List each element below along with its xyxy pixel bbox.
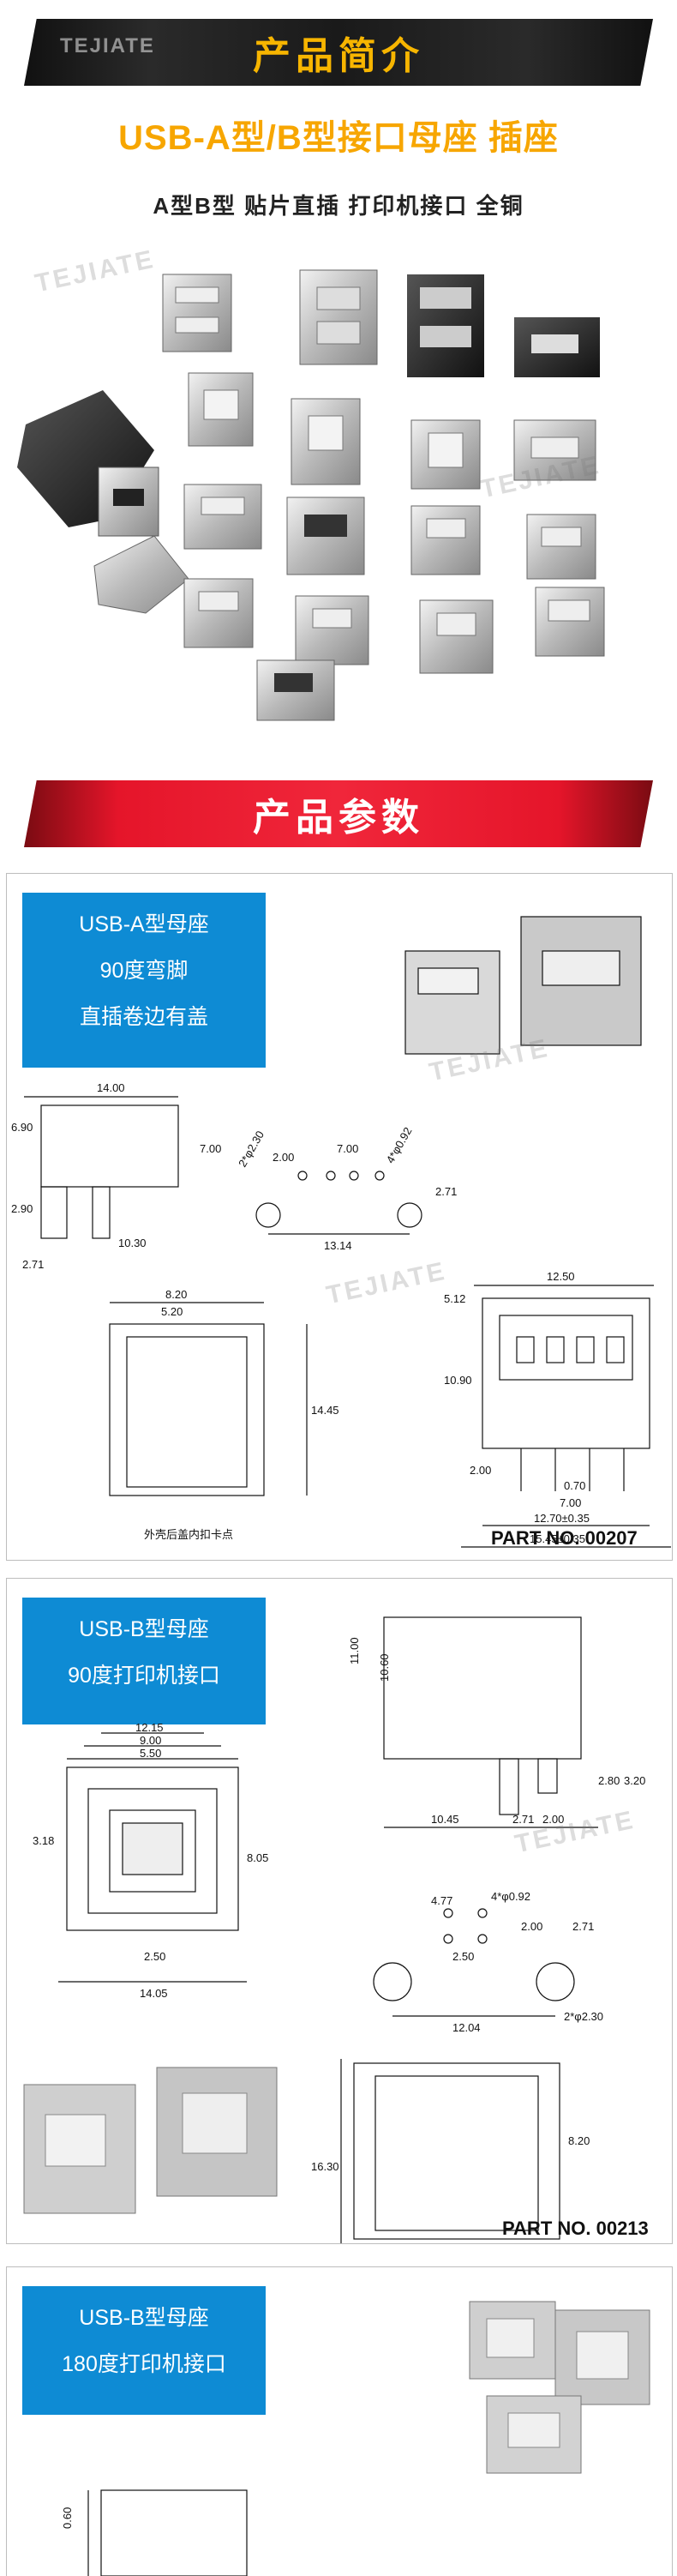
params-banner-title: 产品参数 <box>253 797 424 839</box>
dim-label: 11.00 <box>348 1637 361 1664</box>
dim-label: 2.00 <box>470 1464 491 1477</box>
dim-label: 2.71 <box>435 1185 457 1198</box>
dim-label: 4.77 <box>431 1894 452 1907</box>
dim-label: 10.30 <box>118 1237 147 1249</box>
product-headline: USB-A型/B型接口母座 插座 <box>118 119 559 157</box>
dim-note: 外壳后盖内扣卡点 <box>144 1528 233 1541</box>
dim-label: 4*φ0.92 <box>384 1125 415 1165</box>
dim-label: 5.50 <box>140 1747 161 1760</box>
product-collage <box>17 236 668 742</box>
dim-label: 2*φ2.30 <box>564 2010 603 2023</box>
dim-label: 5.20 <box>161 1305 183 1318</box>
dim-label: 2.80 <box>598 1774 620 1787</box>
dim-label: 7.00 <box>200 1142 221 1155</box>
brand-logo: TEJIATE <box>60 34 155 57</box>
dim-label: 14.05 <box>140 1987 168 2000</box>
dim-label: 12.04 <box>452 2021 481 2034</box>
part-number: PART NO. 00207 <box>491 1527 638 1549</box>
dim-label: 12.70±0.35 <box>534 1512 590 1525</box>
dim-label: 8.05 <box>247 1851 268 1864</box>
dim-label: 8.20 <box>165 1288 187 1301</box>
dim-label: 2.71 <box>22 1258 44 1271</box>
params-banner: 产品参数 <box>24 780 653 847</box>
dim-label: 14.45 <box>311 1404 339 1417</box>
intro-banner: 产品简介 <box>24 19 653 86</box>
dim-label: 2.00 <box>542 1813 564 1826</box>
usb-b-180-drawing: 0.60 <box>61 2301 650 2576</box>
spec-title-box: USB-A型母座 90度弯脚 直插卷边有盖 <box>22 893 266 1068</box>
dim-label: 2.50 <box>452 1950 474 1963</box>
dim-label: 12.15 <box>135 1721 164 1734</box>
spec-panel-usb-b-180: USB-B型母座 180度打印机接口 0.60 <box>6 2266 673 2576</box>
dim-label: 9.00 <box>140 1734 161 1747</box>
dim-label: 12.50 <box>547 1270 575 1283</box>
product-collage-image <box>17 269 605 721</box>
spec-line: 90度打印机接口 <box>68 1664 220 1688</box>
dim-label: 8.20 <box>568 2134 590 2147</box>
dim-label: 6.90 <box>11 1121 33 1134</box>
dim-label: 4*φ0.92 <box>491 1890 530 1903</box>
dim-label: 15.45±0.35 <box>530 1532 585 1545</box>
intro-banner-title: 产品简介 <box>253 35 424 77</box>
part-number: PART NO. 00213 <box>502 2218 649 2239</box>
spec-line: USB-B型母座 <box>79 1617 209 1641</box>
dim-label: 2.50 <box>144 1950 165 1963</box>
spec-line: 180度打印机接口 <box>62 2352 226 2376</box>
dim-label: 7.00 <box>337 1142 358 1155</box>
dim-label: 2.00 <box>521 1920 542 1933</box>
dim-label: 7.00 <box>560 1496 581 1509</box>
usb-a-drawing: 14.00 6.90 7.00 2.90 10.30 2.71 2.00 7.0… <box>11 916 671 1548</box>
spec-title-box: USB-B型母座 90度打印机接口 <box>22 1598 266 1724</box>
dim-label: 10.90 <box>444 1374 472 1387</box>
spec-line: 直插卷边有盖 <box>79 1005 208 1029</box>
dim-label: 10.45 <box>431 1813 459 1826</box>
usb-b-drawing: 11.00 10.60 2.80 3.20 10.45 2.71 2.00 12… <box>23 1616 645 2243</box>
dim-label: 2.71 <box>512 1813 534 1826</box>
dim-label: 0.70 <box>564 1479 585 1492</box>
dim-label: 3.18 <box>33 1834 54 1847</box>
spec-title-box: USB-B型母座 180度打印机接口 <box>22 2286 266 2415</box>
dim-label: 13.14 <box>324 1239 352 1252</box>
dim-label: 10.60 <box>378 1653 391 1682</box>
dim-label: 3.20 <box>624 1774 645 1787</box>
spec-line: USB-B型母座 <box>79 2306 209 2330</box>
product-subline: A型B型 贴片直插 打印机接口 全铜 <box>153 193 524 219</box>
dim-label: 2.71 <box>572 1920 594 1933</box>
dim-label: 16.30 <box>311 2160 339 2173</box>
dim-label: 2*φ2.30 <box>236 1129 267 1169</box>
dim-label: 0.60 <box>61 2507 74 2529</box>
spec-panel-usb-b-90: USB-B型母座 90度打印机接口 11.0 <box>6 1578 673 2244</box>
dim-label: 5.12 <box>444 1292 465 1305</box>
dim-label: 2.00 <box>273 1151 294 1164</box>
dim-label: 14.00 <box>97 1081 125 1094</box>
spec-panel-usb-a: USB-A型母座 90度弯脚 直插卷边有盖 <box>6 873 673 1561</box>
dim-label: 2.90 <box>11 1202 33 1215</box>
spec-line: USB-A型母座 <box>79 912 209 936</box>
spec-line: 90度弯脚 <box>99 959 189 983</box>
